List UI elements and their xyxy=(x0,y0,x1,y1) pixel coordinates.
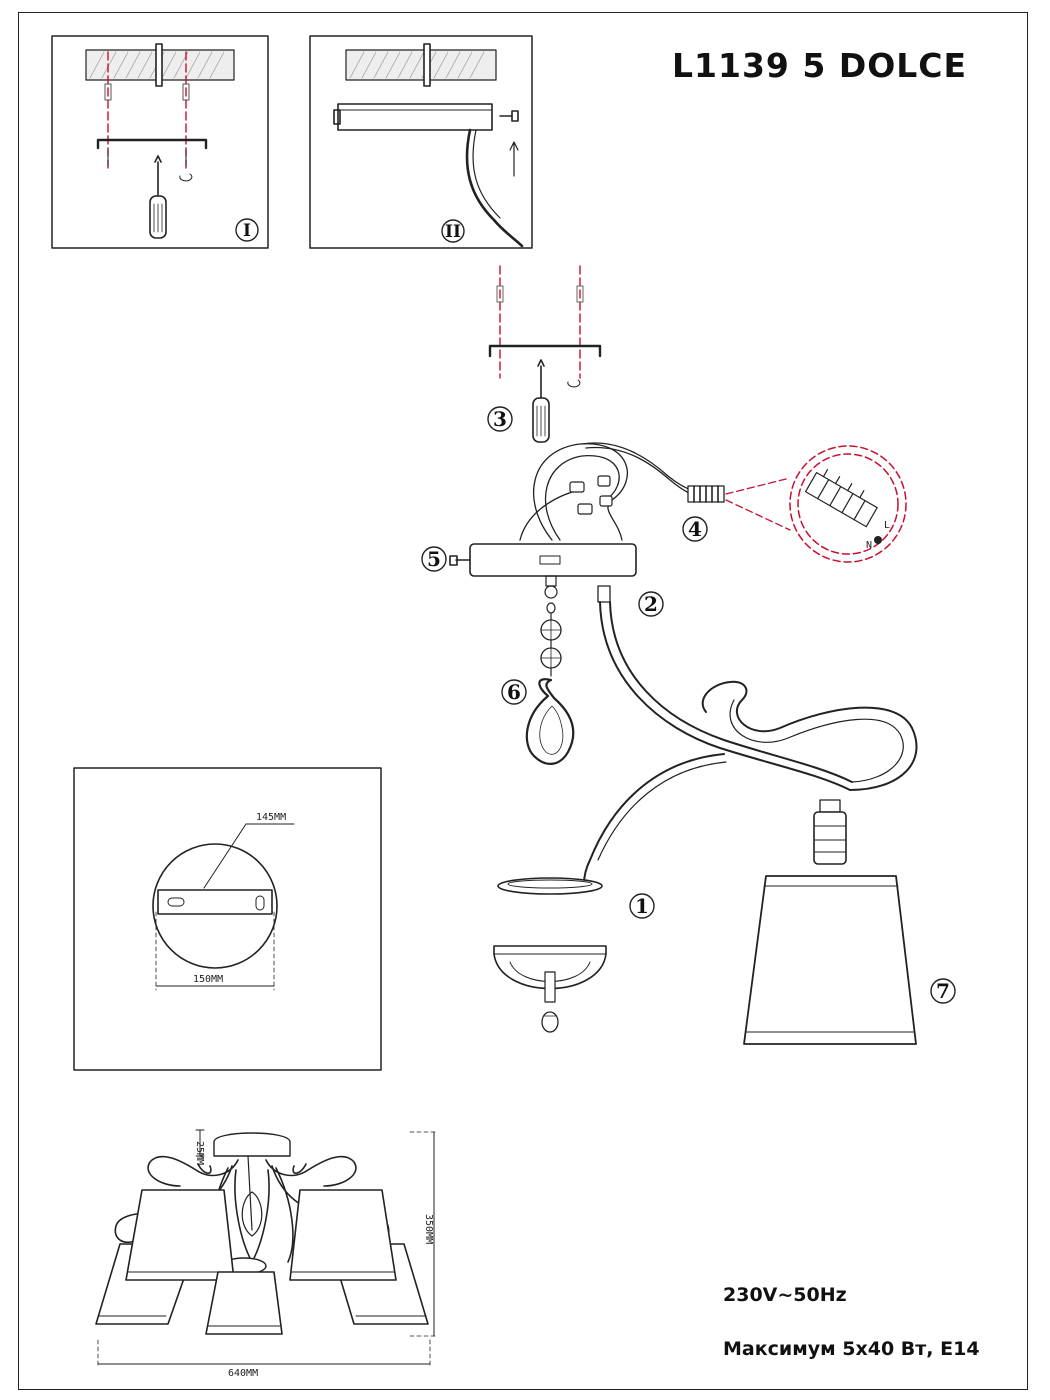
mounting-bar xyxy=(157,889,273,915)
lamp-shade xyxy=(743,875,917,1045)
side-screw-icon xyxy=(499,110,519,122)
plate-width-dim: 150MM xyxy=(193,974,223,985)
step-1-badge xyxy=(235,218,259,242)
callout-7: 7 xyxy=(936,979,950,1003)
main-mounting-bracket xyxy=(488,344,602,358)
mounting-bracket xyxy=(96,138,208,150)
ceiling-wire xyxy=(155,43,163,87)
callout-2: 2 xyxy=(644,592,658,616)
plate-dimension-panel: 145MM 150MM xyxy=(73,767,382,1071)
power-spec: Максимум 5x40 Вт, E14 xyxy=(723,1338,980,1360)
canopy-screw-left xyxy=(333,109,341,125)
fixture-front-view: 25MM 350MM 640MM xyxy=(95,1129,439,1379)
callout-1: 1 xyxy=(635,894,649,918)
total-height-dim: 350MM xyxy=(423,1214,434,1244)
screwdriver-icon xyxy=(149,155,167,239)
arm-curve xyxy=(465,128,524,248)
terminal-block: L N xyxy=(687,445,907,563)
callout-4: 4 xyxy=(688,517,702,541)
wire-connectors xyxy=(569,475,613,515)
callout-6: 6 xyxy=(507,680,521,704)
terminal-label-neutral: N xyxy=(866,540,872,551)
plate-height-dim: 145MM xyxy=(256,812,286,823)
zoom-bubble-outer xyxy=(789,445,907,563)
voltage-spec: 230V~50Hz xyxy=(723,1284,847,1306)
round-plate xyxy=(152,843,278,969)
bobeche-plate xyxy=(497,877,603,895)
step-2-badge xyxy=(441,219,465,243)
lamp-socket xyxy=(813,811,847,865)
ceiling-slab-2 xyxy=(345,49,497,81)
main-screwdriver-icon xyxy=(532,359,550,443)
step-2-panel: II xyxy=(309,35,533,249)
product-title: L1139 5 DOLCE xyxy=(672,46,968,85)
callout-5: 5 xyxy=(427,547,441,571)
canopy-height-dim: 25MM xyxy=(194,1141,205,1165)
canopy-side-view xyxy=(337,103,493,131)
rotate-arrow-icon xyxy=(179,173,193,182)
ceiling-hatch xyxy=(89,51,225,79)
terminal-label-line: L xyxy=(884,520,890,531)
drill-guide-lines xyxy=(107,51,187,169)
step-1-panel: I xyxy=(51,35,269,249)
wall-plugs xyxy=(104,83,190,101)
zoom-bubble-inner xyxy=(797,453,899,555)
step-1-label: I xyxy=(243,221,251,241)
step-2-label: II xyxy=(445,222,461,242)
crystal-pendant xyxy=(525,575,575,765)
total-width-dim: 640MM xyxy=(228,1368,258,1379)
main-bracket-assembly xyxy=(488,265,602,443)
lamp-arm xyxy=(583,585,918,885)
bracket-screws xyxy=(107,149,187,167)
canopy-screw-icon xyxy=(449,555,471,566)
callouts: 1 2 3 4 5 6 7 xyxy=(421,406,956,1004)
page-border xyxy=(18,12,1028,1390)
callout-3: 3 xyxy=(493,407,507,431)
lamp-shade-assembly xyxy=(743,799,917,1045)
canopy-wiring xyxy=(449,442,697,577)
candle-cup xyxy=(493,945,607,1033)
canopy xyxy=(469,543,637,577)
